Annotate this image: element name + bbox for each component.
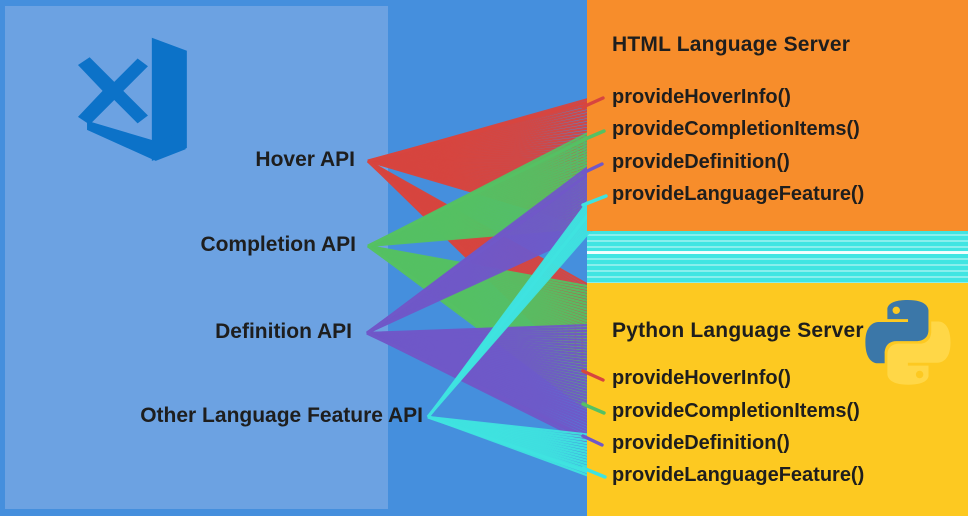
gap-band [587,231,968,283]
html-method-provide-completion-items: provideCompletionItems() [612,118,860,140]
vscode-logo-icon [77,37,187,161]
html-method-provide-hover-info: provideHoverInfo() [612,86,791,108]
python-logo-icon [865,300,951,385]
hover-api-label: Hover API [255,148,355,171]
html-method-provide-language-feature: provideLanguageFeature() [612,183,865,205]
html-method-provide-definition: provideDefinition() [612,151,790,173]
beam-line [367,96,604,163]
beam-line [426,195,605,418]
editor-panel [5,6,388,509]
definition-api-label: Definition API [215,320,352,343]
html-server-title: HTML Language Server [612,33,851,56]
completion-api-label: Completion API [200,233,356,256]
beam-line [427,228,593,418]
beam-line [427,415,593,437]
python-method-provide-completion-items: provideCompletionItems() [612,400,860,422]
python-method-provide-hover-info: provideHoverInfo() [612,367,791,389]
beam-line [367,129,604,248]
beam-line [366,162,604,335]
python-method-provide-definition: provideDefinition() [612,432,790,454]
python-method-provide-language-feature: provideLanguageFeature() [612,464,865,486]
beam-line [427,415,604,479]
html-language-server-box: HTML Language Server provideHoverInfo() … [587,0,968,231]
beam-line [366,323,593,335]
python-language-server-box: Python Language Server provideHoverInfo(… [587,283,968,516]
beam-line [366,331,604,447]
python-server-title: Python Language Server [612,319,864,342]
other-language-feature-api-label: Other Language Feature API [140,404,423,427]
